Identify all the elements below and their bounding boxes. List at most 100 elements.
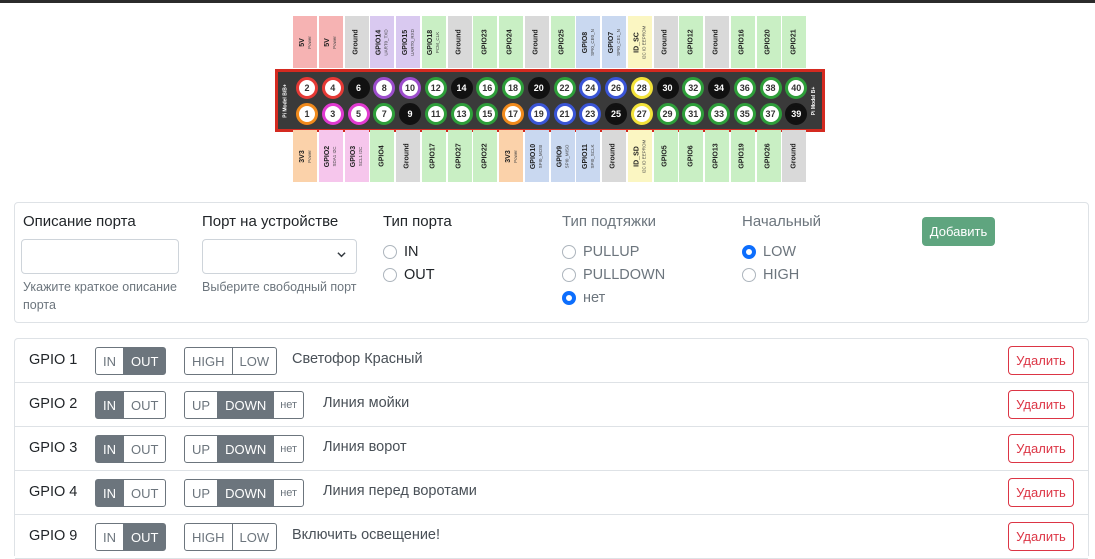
- state-toggle-down-button[interactable]: DOWN: [217, 479, 275, 507]
- pin-label-name: GPIO2: [324, 145, 332, 167]
- state-toggle-нет-button[interactable]: нет: [273, 391, 305, 419]
- pin-25: 25: [605, 103, 627, 125]
- pin-label-name: Ground: [713, 29, 720, 55]
- pin-7: 7: [373, 103, 396, 125]
- bottom-pin-label-18: GPIO19: [730, 130, 755, 182]
- pin-label-function: SPI0_MISO: [563, 144, 569, 168]
- description-input[interactable]: [21, 239, 179, 274]
- pin-label-name: GPIO27: [455, 143, 463, 169]
- initial-low-radio[interactable]: LOW: [742, 243, 796, 261]
- pin-label-name: GPIO9: [555, 145, 563, 167]
- state-toggle-нет-button[interactable]: нет: [273, 435, 305, 463]
- port-type-label: Тип порта: [383, 213, 452, 230]
- direction-toggle-out-button[interactable]: OUT: [123, 391, 167, 419]
- port-description: Линия ворот: [323, 439, 407, 455]
- pin-label-name: Ground: [352, 29, 360, 55]
- bottom-pin-label-15: GPIO5: [653, 130, 678, 182]
- pin-27: 27: [630, 103, 653, 125]
- delete-button[interactable]: Удалить: [1008, 434, 1074, 463]
- pin-36: 36: [733, 77, 756, 99]
- pin-label-name: GPIO6: [687, 145, 695, 167]
- add-port-form: Описание порта Укажите краткое описание …: [14, 202, 1089, 323]
- pin-label-name: 3V3: [504, 149, 512, 163]
- direction-toggle-out-button[interactable]: OUT: [123, 479, 167, 507]
- pull-pullup-radio[interactable]: PULLUP: [562, 243, 639, 261]
- pin-14: 14: [450, 77, 473, 99]
- pin-19: 19: [527, 103, 550, 125]
- pull-pulldown-radio[interactable]: PULLDOWN: [562, 266, 665, 284]
- pin-label-name: GPIO10: [530, 143, 538, 169]
- state-toggle-low-button[interactable]: LOW: [231, 523, 278, 551]
- pin-17: 17: [502, 103, 524, 125]
- bottom-pin-label-5: Ground: [396, 130, 420, 182]
- pin-label-name: Ground: [404, 143, 411, 169]
- top-pin-label-3: Ground: [344, 16, 369, 68]
- pull-type-column: Тип подтяжки: [562, 213, 656, 231]
- direction-toggle-out-button[interactable]: OUT: [123, 435, 167, 463]
- port-type-out-radio[interactable]: OUT: [383, 266, 435, 284]
- state-toggle-high-button[interactable]: HIGH: [184, 347, 233, 375]
- state-toggle-up-button[interactable]: UP: [184, 435, 219, 463]
- direction-toggle-in-button[interactable]: IN: [95, 391, 124, 419]
- initial-high-radio[interactable]: HIGH: [742, 266, 799, 284]
- pin-label-function: SPI0_CE1_N: [615, 28, 621, 56]
- device-port-column: Порт на устройстве: [202, 213, 338, 231]
- direction-toggle-in-button[interactable]: IN: [95, 347, 124, 375]
- pin-label-name: GPIO7: [607, 31, 615, 53]
- pin-18: 18: [502, 77, 524, 99]
- direction-toggle-out-button[interactable]: OUT: [123, 347, 167, 375]
- add-button[interactable]: Добавить: [922, 217, 995, 246]
- pull-none-radio[interactable]: нет: [562, 289, 605, 307]
- direction-toggle-in-button[interactable]: IN: [95, 523, 124, 551]
- pin-label-name: 3V3: [298, 149, 306, 163]
- state-toggle-down-button[interactable]: DOWN: [217, 435, 275, 463]
- port-type-in-radio[interactable]: IN: [383, 243, 419, 261]
- state-toggle-high-button[interactable]: HIGH: [184, 523, 233, 551]
- device-port-select[interactable]: [202, 239, 357, 274]
- pin-label-function: UART0_RXD: [409, 28, 415, 56]
- device-port-label: Порт на устройстве: [202, 213, 339, 230]
- pin-label-name: GPIO24: [507, 29, 515, 55]
- state-toggle-нет-button[interactable]: нет: [273, 479, 305, 507]
- pin-label-name: GPIO14: [375, 29, 383, 55]
- state-toggle-down-button[interactable]: DOWN: [217, 391, 275, 419]
- pin-23: 23: [579, 103, 602, 125]
- top-pin-label-17: Ground: [705, 16, 729, 68]
- direction-toggle-out-button[interactable]: OUT: [123, 523, 167, 551]
- direction-toggle-in-button[interactable]: IN: [95, 479, 124, 507]
- delete-button[interactable]: Удалить: [1008, 346, 1074, 375]
- bottom-pin-label-17: GPIO13: [705, 130, 729, 182]
- delete-button[interactable]: Удалить: [1008, 478, 1074, 507]
- delete-button[interactable]: Удалить: [1008, 522, 1074, 551]
- delete-button[interactable]: Удалить: [1008, 390, 1074, 419]
- top-pin-label-19: GPIO20: [756, 16, 781, 68]
- pin-label-name: GPIO13: [713, 143, 721, 169]
- pin-32: 32: [682, 77, 705, 99]
- port-description: Линия мойки: [323, 395, 410, 411]
- direction-toggle-in-button[interactable]: IN: [95, 435, 124, 463]
- pin-4: 4: [321, 77, 344, 99]
- port-name: GPIO 1: [29, 352, 78, 368]
- pin-30: 30: [656, 77, 679, 99]
- state-toggle-up-button[interactable]: UP: [184, 391, 219, 419]
- state-toggle-low-button[interactable]: LOW: [231, 347, 278, 375]
- pin-29: 29: [656, 103, 679, 125]
- top-pin-label-18: GPIO16: [730, 16, 755, 68]
- pin-label-function: Power: [512, 149, 518, 163]
- pin-label-function: SCL1 I2C: [358, 146, 363, 166]
- pin-label-function: Power: [332, 35, 338, 49]
- state-toggle-up-button[interactable]: UP: [184, 479, 219, 507]
- pin-33: 33: [708, 103, 730, 125]
- port-name: GPIO 4: [29, 484, 78, 500]
